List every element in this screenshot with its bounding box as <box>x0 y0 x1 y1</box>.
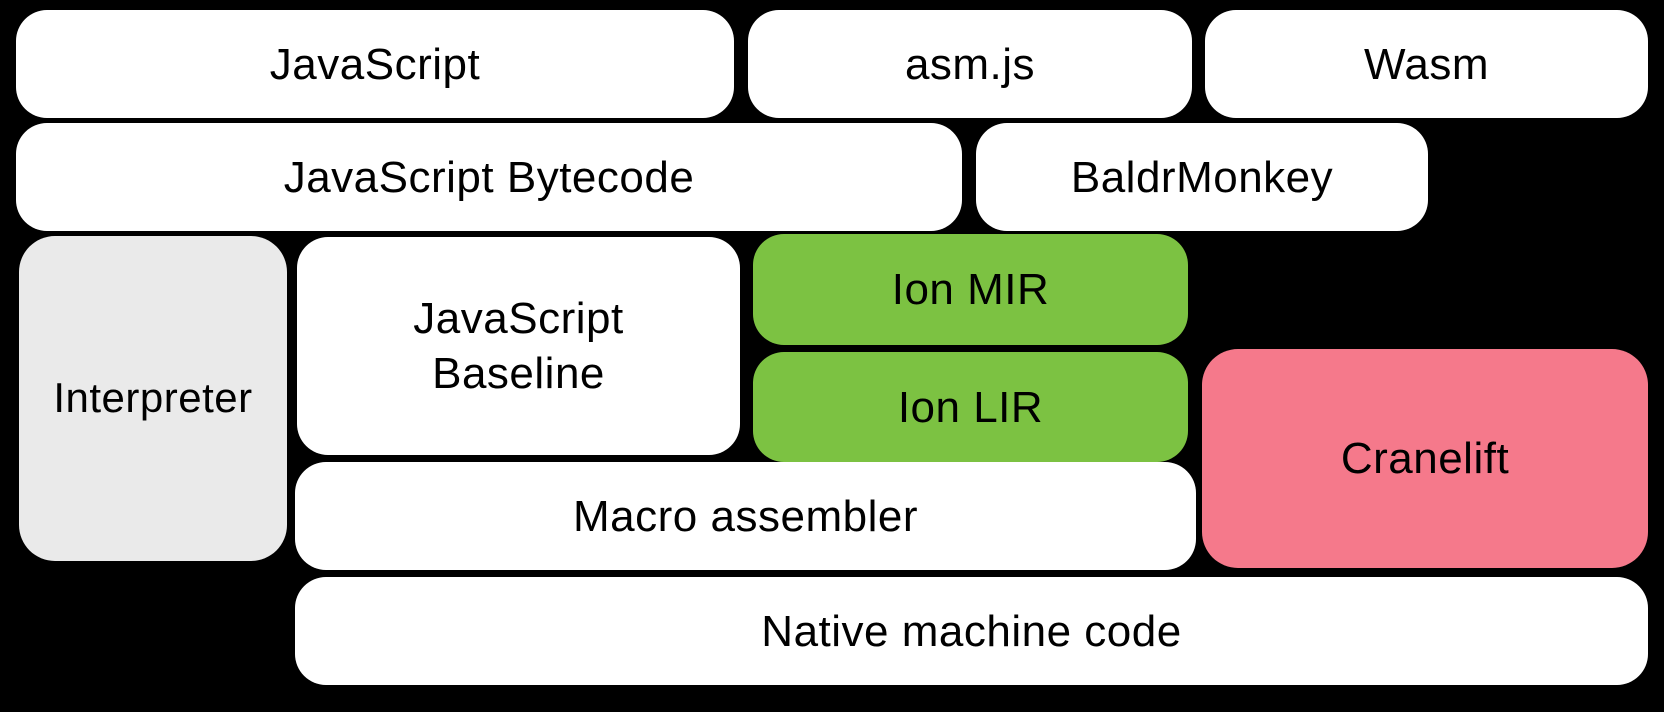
box-asm-js: asm.js <box>748 10 1192 118</box>
box-cranelift: Cranelift <box>1202 349 1648 568</box>
box-ion-lir: Ion LIR <box>753 352 1188 462</box>
box-wasm-label: Wasm <box>1363 39 1490 89</box>
box-javascript-label: JavaScript <box>269 39 481 89</box>
box-baldrmonkey: BaldrMonkey <box>976 123 1428 231</box>
box-cranelift-label: Cranelift <box>1340 434 1510 483</box>
box-javascript-bytecode: JavaScript Bytecode <box>16 123 962 231</box>
box-interpreter: Interpreter <box>19 236 287 561</box>
box-macro-assembler: Macro assembler <box>295 462 1196 570</box>
box-macro-assembler-label: Macro assembler <box>573 491 918 541</box>
box-wasm: Wasm <box>1205 10 1648 118</box>
box-ion-mir-label: Ion MIR <box>891 265 1050 314</box>
box-native-machine-code: Native machine code <box>295 577 1648 685</box>
box-interpreter-label: Interpreter <box>53 374 253 422</box>
box-javascript-baseline: JavaScript Baseline <box>297 237 740 455</box>
box-baldrmonkey-label: BaldrMonkey <box>1070 152 1334 202</box>
box-native-machine-code-label: Native machine code <box>761 606 1182 656</box>
box-ion-lir-label: Ion LIR <box>897 382 1044 432</box>
box-ion-mir: Ion MIR <box>753 234 1188 345</box>
box-javascript: JavaScript <box>16 10 734 118</box>
box-javascript-bytecode-label: JavaScript Bytecode <box>283 152 695 202</box>
box-asm-js-label: asm.js <box>904 39 1036 89</box>
box-javascript-baseline-label: JavaScript Baseline <box>413 294 624 398</box>
